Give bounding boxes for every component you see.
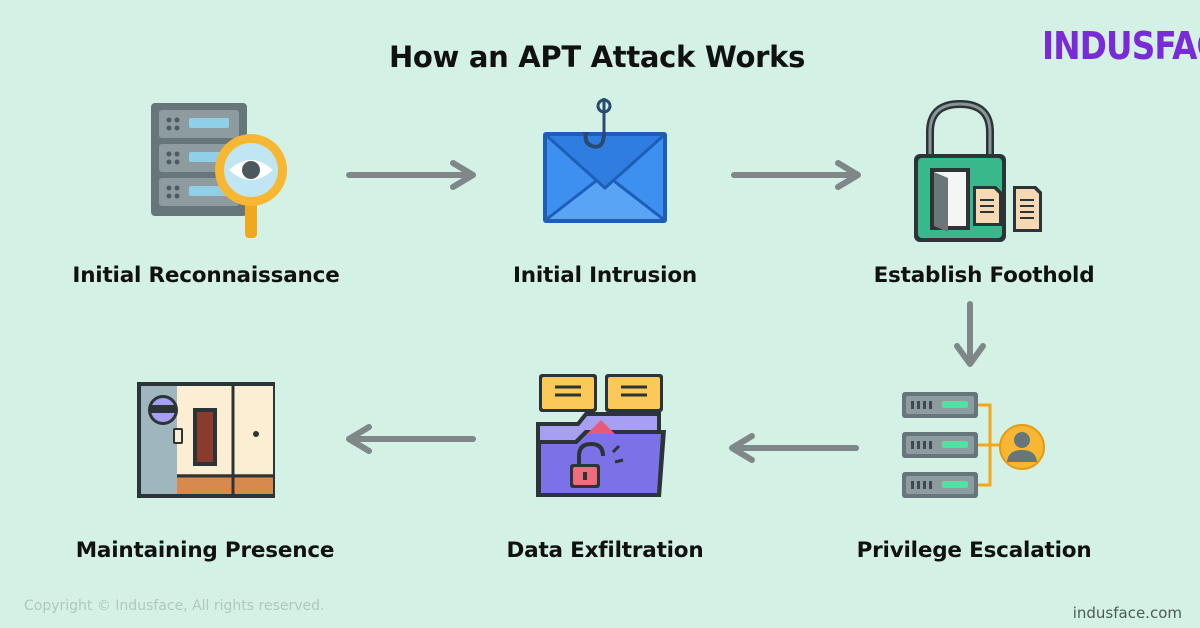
unlocked-folder-icon [536, 374, 666, 497]
phishing-envelope-icon [543, 98, 667, 223]
step-label-maintaining-presence: Maintaining Presence [75, 538, 335, 563]
arrow-left-icon [729, 433, 859, 463]
step-label-initial-reconnaissance: Initial Reconnaissance [72, 263, 340, 288]
arrow-right-icon [346, 160, 476, 190]
diagram-title: How an APT Attack Works [388, 40, 806, 74]
arrow-right-icon [731, 160, 861, 190]
server-magnifier-icon [151, 103, 287, 238]
step-label-privilege-escalation: Privilege Escalation [856, 538, 1092, 563]
hidden-intruder-door-icon [137, 382, 275, 498]
padlock-door-icon [914, 99, 1042, 242]
copyright-text: Copyright © Indusface, All rights reserv… [24, 598, 325, 614]
indusface-logo: INDUSFACETM [1042, 24, 1200, 68]
arrow-down-icon [954, 301, 986, 367]
server-user-icon [902, 392, 1045, 498]
step-label-data-exfiltration: Data Exfiltration [506, 538, 704, 563]
arrow-left-icon [346, 424, 476, 454]
site-url: indusface.com [1072, 604, 1182, 622]
step-label-establish-foothold: Establish Foothold [873, 263, 1095, 288]
logo-text: INDUSFACE [1042, 24, 1200, 68]
step-label-initial-intrusion: Initial Intrusion [512, 263, 698, 288]
